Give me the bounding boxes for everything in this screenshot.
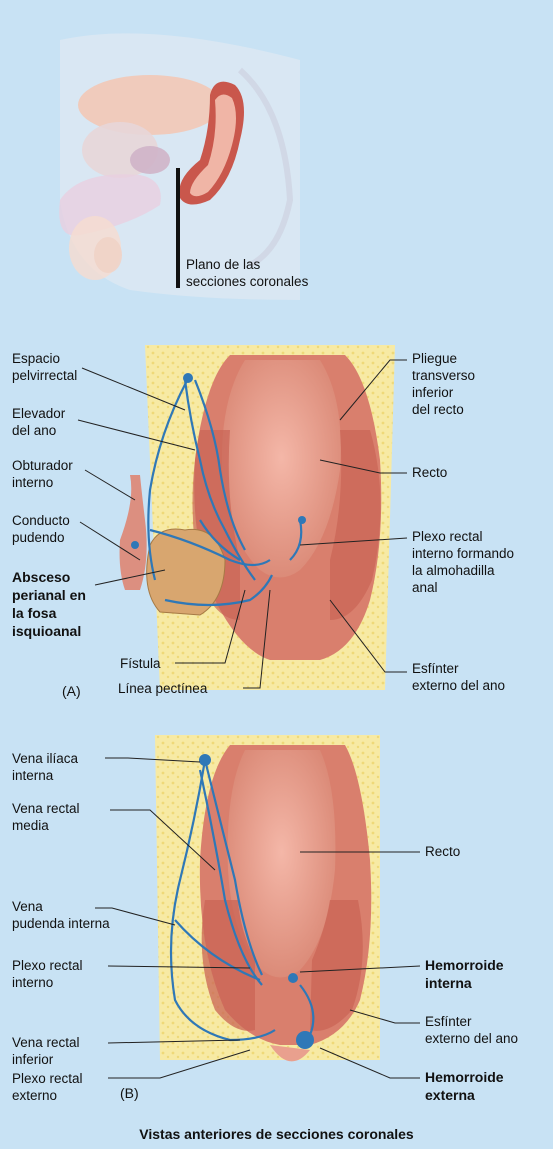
vessel-section-icon bbox=[183, 373, 193, 383]
label-vena-iliaca-interna: Vena ilíaca interna bbox=[12, 750, 78, 784]
external-hemorrhoid-icon bbox=[296, 1031, 314, 1049]
label-recto-a: Recto bbox=[412, 464, 447, 481]
label-obturador-interno: Obturador interno bbox=[12, 457, 73, 491]
bladder-shape bbox=[78, 75, 222, 135]
label-hemorroide-externa: Hemorroide externa bbox=[425, 1068, 504, 1104]
label-espacio-pelvirrectal: Espacio pelvirrectal bbox=[12, 350, 77, 384]
label-plexo-rectal-externo: Plexo rectal externo bbox=[12, 1070, 83, 1104]
panel-b-letter: (B) bbox=[120, 1085, 139, 1101]
internal-iliac-vein-icon bbox=[199, 754, 211, 766]
label-plexo-rectal-interno-a: Plexo rectal interno formando la almohad… bbox=[412, 528, 514, 596]
panel-a-letter: (A) bbox=[62, 683, 81, 699]
figure-caption: Vistas anteriores de secciones coronales bbox=[0, 1126, 553, 1142]
label-esfinter-externo-a: Esfínter externo del ano bbox=[412, 660, 505, 694]
label-hemorroide-interna: Hemorroide interna bbox=[425, 956, 504, 992]
panel-b-section bbox=[155, 735, 380, 1061]
label-absceso-perianal: Absceso perianal en la fosa isquioanal bbox=[12, 568, 86, 640]
internal-hemorrhoid-icon bbox=[288, 973, 298, 983]
label-vena-rectal-media: Vena rectal media bbox=[12, 800, 80, 834]
label-conducto-pudendo: Conducto pudendo bbox=[12, 512, 70, 546]
label-esfinter-externo-b: Esfínter externo del ano bbox=[425, 1013, 518, 1047]
label-vena-rectal-inferior: Vena rectal inferior bbox=[12, 1034, 80, 1068]
label-pliegue-transverso: Pliegue transverso inferior del recto bbox=[412, 350, 475, 418]
label-elevador-del-ano: Elevador del ano bbox=[12, 405, 65, 439]
label-vena-pudenda-interna: Vena pudenda interna bbox=[12, 898, 110, 932]
label-linea-pectinea: Línea pectínea bbox=[118, 680, 207, 697]
panel-a-section bbox=[120, 345, 395, 690]
coronal-plane-line bbox=[176, 168, 180, 288]
label-fistula: Fístula bbox=[120, 655, 161, 672]
label-plexo-rectal-interno-b: Plexo rectal interno bbox=[12, 957, 83, 991]
plane-label: Plano de las secciones coronales bbox=[186, 256, 308, 290]
label-recto-b: Recto bbox=[425, 843, 460, 860]
